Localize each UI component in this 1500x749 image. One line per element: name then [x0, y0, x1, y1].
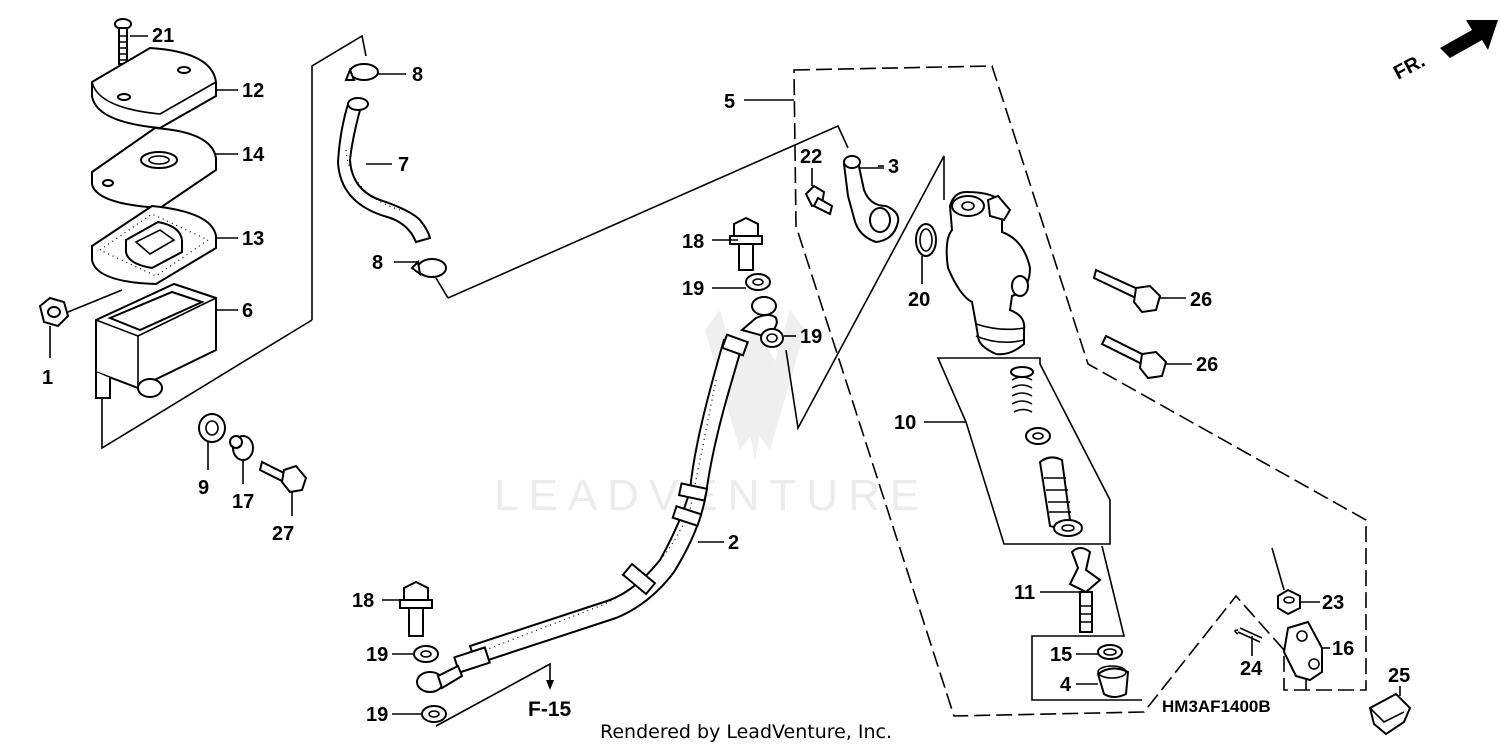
diaphragm-icon: [91, 204, 217, 286]
callout-26-bottom: 26: [1196, 354, 1218, 376]
washer-icon: [1053, 519, 1083, 537]
ref-leader-line: [435, 662, 551, 727]
bolt-18-top-icon: [729, 216, 763, 271]
leader-line-hose: [435, 124, 849, 299]
callout-8-top: 8: [412, 64, 423, 86]
bolt-27-icon: [258, 460, 308, 516]
callout-4: 4: [1060, 674, 1072, 696]
reservoir-cap-icon: [91, 46, 217, 130]
callout-25: 25: [1388, 665, 1410, 687]
callout-9: 9: [198, 477, 209, 499]
nut-23-icon: [1271, 547, 1301, 616]
callout-18-bottom: 18: [352, 590, 374, 612]
washer-19-b-icon: [760, 328, 784, 348]
screw-21-icon: [114, 18, 132, 65]
callout-12: 12: [242, 80, 264, 102]
reservoir-group: [38, 18, 447, 516]
reservoir-plate-icon: [91, 126, 217, 210]
pin-24-icon: [1234, 627, 1263, 643]
callout-18-top: 18: [682, 231, 704, 253]
washer-19-d-icon: [421, 705, 447, 723]
callout-3: 3: [888, 156, 899, 178]
callout-10: 10: [894, 412, 916, 434]
circlip-15-icon: [1097, 644, 1123, 660]
assembly-outline-5: [793, 65, 1367, 717]
callout-19-d: 19: [366, 704, 388, 726]
clamp-8-top-icon: [344, 63, 406, 81]
callout-labels: 21 12 14 13 6 1 9 17 27 8 7 8 5 22 3 18 …: [42, 25, 1410, 726]
brake-hose-icon: [416, 296, 778, 693]
callout-24: 24: [1240, 658, 1263, 680]
bolt-26-bottom-icon: [1100, 334, 1168, 380]
o-ring-20-icon: [915, 223, 937, 284]
grommet-9-icon: [198, 413, 226, 470]
callout-6: 6: [242, 300, 253, 322]
page-reference: F-15: [528, 698, 572, 721]
callout-22: 22: [800, 146, 822, 168]
callout-1: 1: [42, 367, 53, 389]
callout-20: 20: [908, 289, 930, 311]
washer-19-a-icon: [745, 273, 771, 291]
clamp-8-bottom-icon: [394, 258, 447, 278]
callout-8-bottom: 8: [372, 252, 383, 274]
callout-26-top: 26: [1190, 289, 1212, 311]
callout-16: 16: [1332, 638, 1354, 660]
callout-17: 17: [232, 491, 254, 513]
leader-lines: [130, 35, 1401, 715]
piston-kit-outline-10: [936, 357, 1111, 545]
direction-label: FR.: [1390, 50, 1429, 85]
callout-11: 11: [1014, 582, 1035, 604]
callout-23: 23: [1322, 592, 1344, 614]
push-rod-11-icon: [1031, 545, 1142, 701]
reservoir-body-icon: [95, 282, 313, 450]
callout-7: 7: [398, 154, 409, 176]
piston-icon: [1038, 456, 1072, 529]
callout-19-a: 19: [682, 278, 704, 300]
callout-13: 13: [242, 228, 264, 250]
joint-3-icon: [842, 155, 900, 244]
callout-14: 14: [242, 144, 265, 166]
diagram-code: HM3AF1400B: [1162, 697, 1271, 716]
reservoir-hose-icon: [336, 97, 432, 244]
callout-2: 2: [728, 532, 739, 554]
callout-19-b: 19: [800, 326, 822, 348]
watermark-text: LEADVENTURE: [494, 471, 929, 520]
washer-19-c-icon: [413, 645, 439, 663]
boot-4-icon: [1096, 665, 1130, 698]
master-cylinder-icon: [945, 190, 1032, 356]
callout-5: 5: [724, 91, 735, 113]
credit-text: Rendered by LeadVenture, Inc.: [600, 721, 892, 743]
front-direction-arrow-icon: [1440, 20, 1498, 58]
callout-15: 15: [1050, 644, 1072, 666]
bracket-16-icon: [1282, 620, 1323, 690]
callout-21: 21: [152, 25, 174, 47]
screw-22-icon: [804, 168, 834, 216]
leader-line-master: [785, 155, 945, 431]
callout-27: 27: [272, 523, 294, 545]
bolt-18-bottom-icon: [399, 580, 433, 637]
washer-17-icon: [229, 435, 254, 484]
nut-1-icon: [38, 289, 123, 358]
clip-25-icon: [1368, 692, 1412, 736]
spring-icon: [1010, 366, 1034, 413]
callout-19-c: 19: [366, 644, 388, 666]
bolt-26-top-icon: [1092, 268, 1162, 314]
cup-seal-icon: [1025, 427, 1051, 445]
